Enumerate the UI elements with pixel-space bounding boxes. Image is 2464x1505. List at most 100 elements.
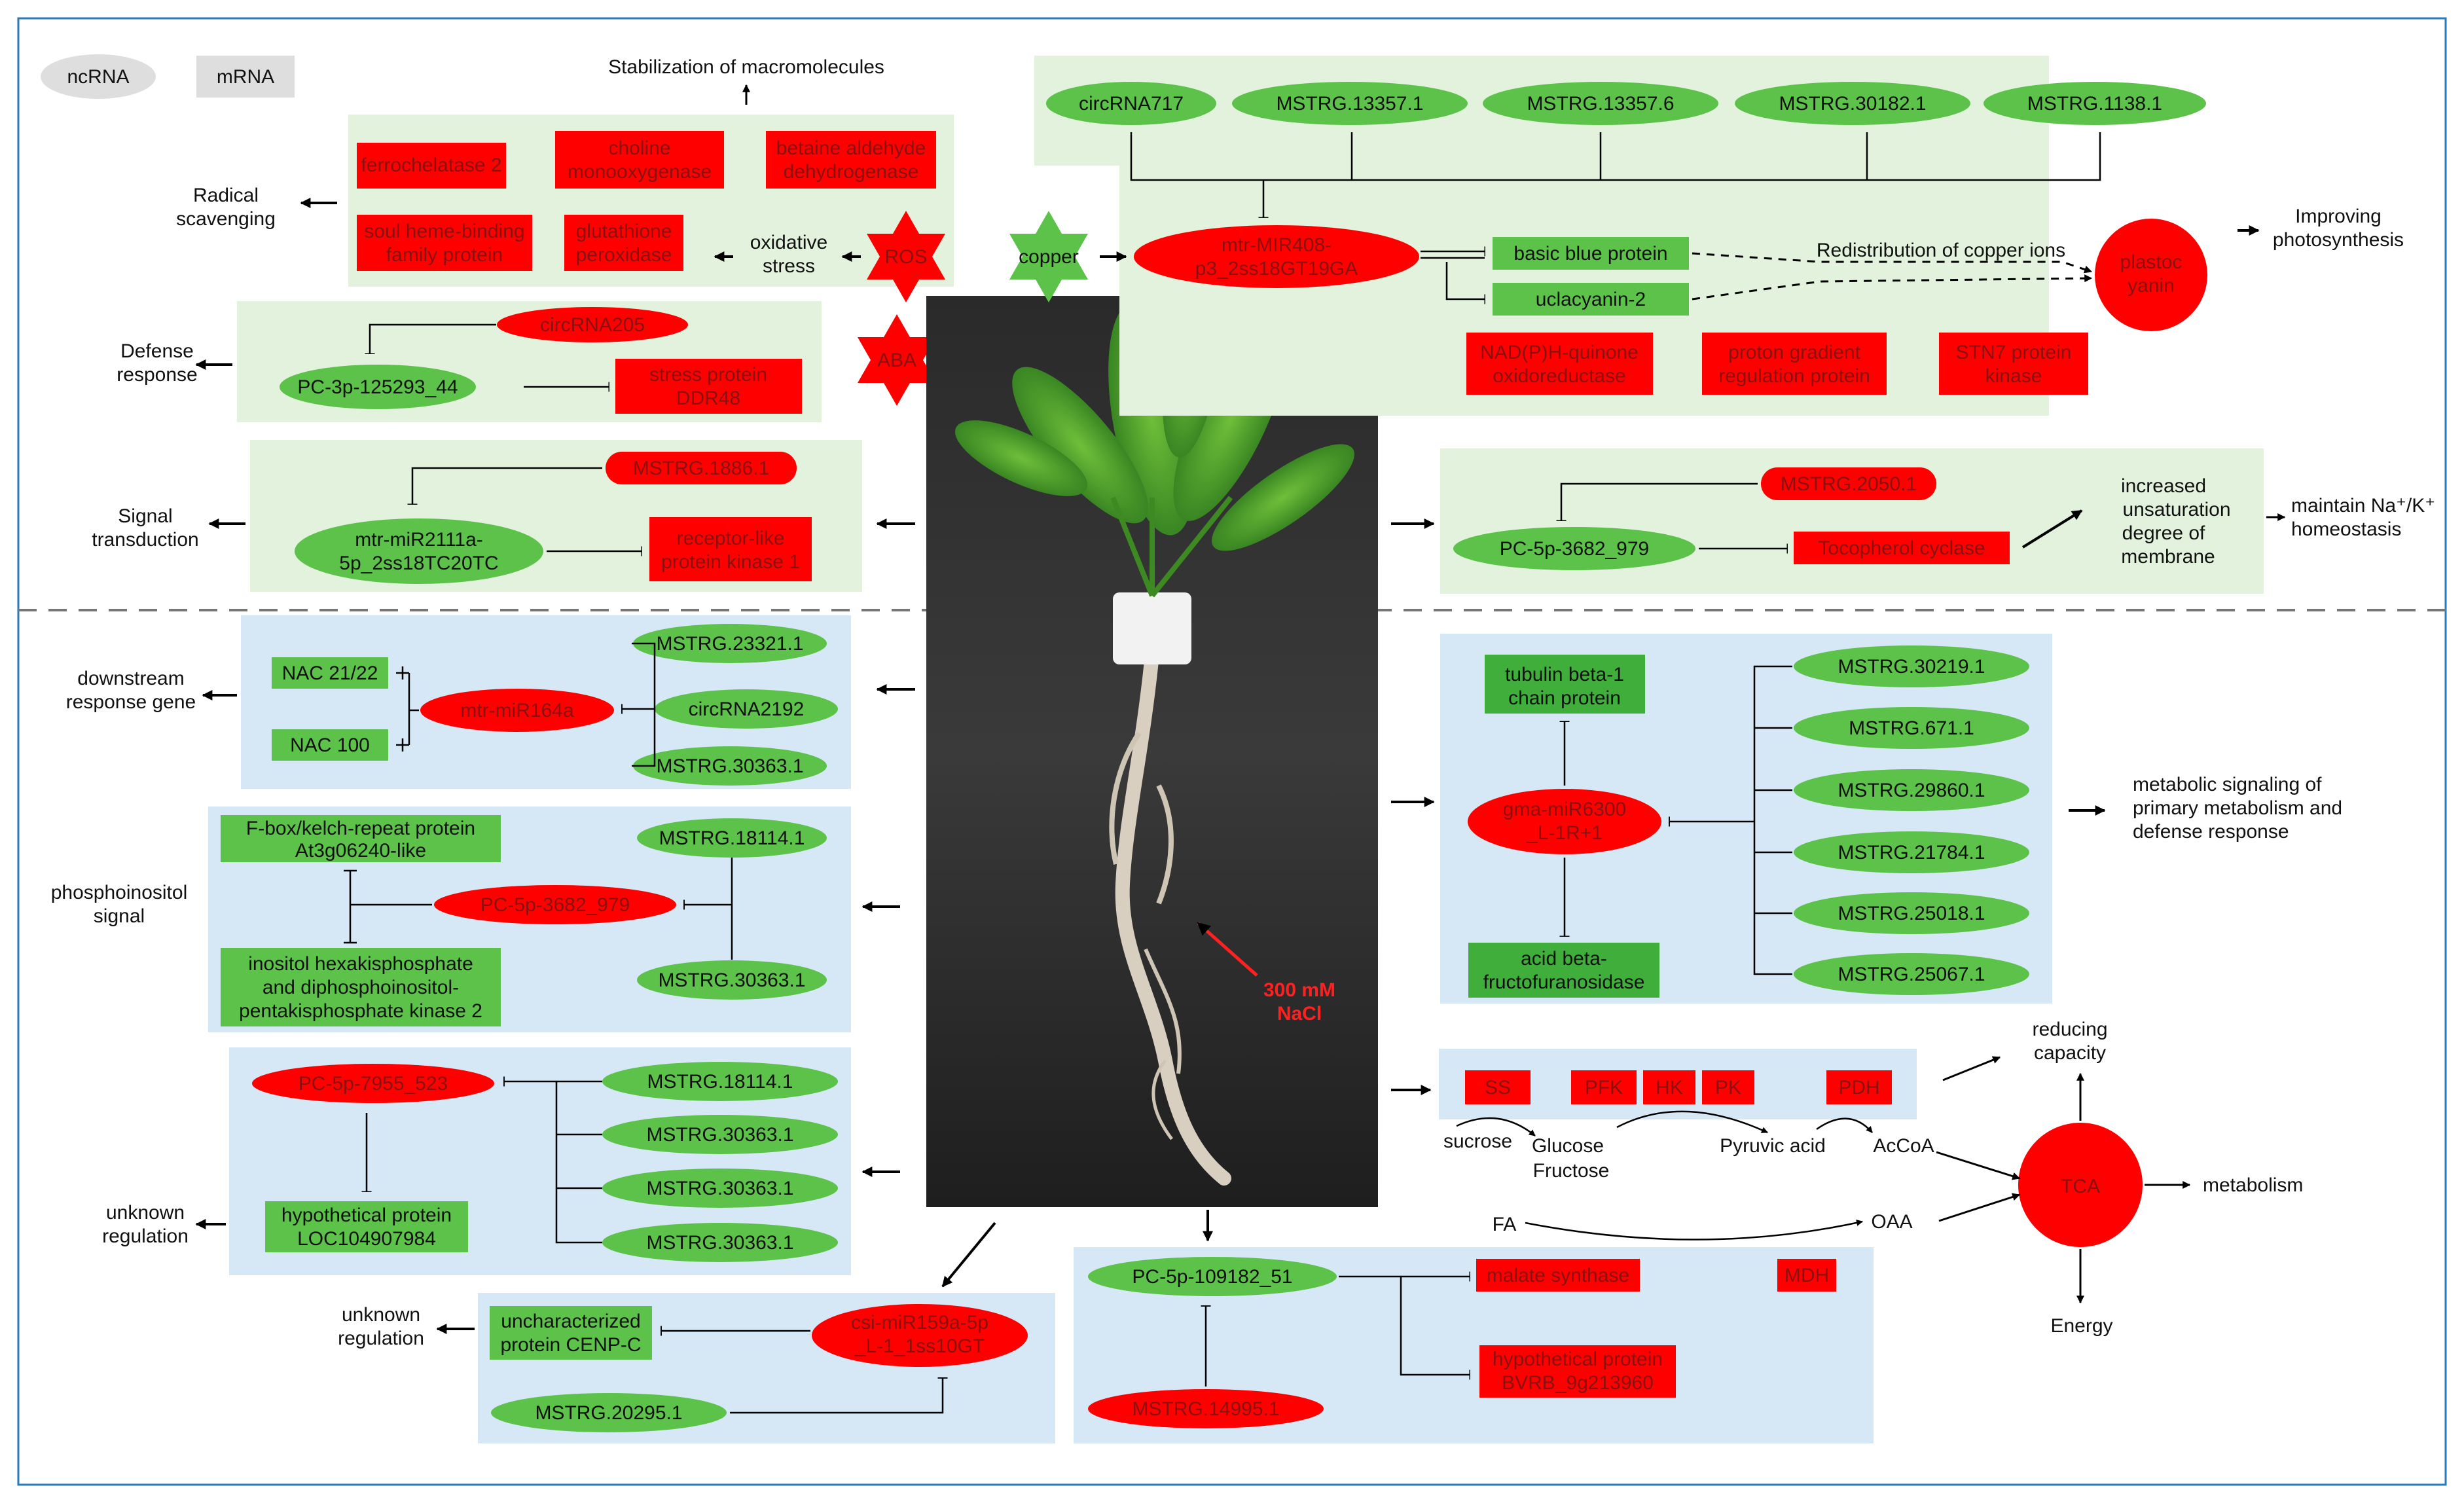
unknown2-label-2: regulation xyxy=(338,1328,424,1349)
nac2122-label: NAC 21/22 xyxy=(282,662,378,684)
mstrg14995-node xyxy=(1088,1389,1324,1428)
metabolic-rna-3-node xyxy=(1794,769,2029,811)
unknown2-module: uncharacterized protein CENP-C csi-miR15… xyxy=(338,1222,1055,1443)
phospho-module: F-box/kelch-repeat protein At3g06240-lik… xyxy=(51,807,900,1032)
mdh-label: MDH xyxy=(1785,1265,1829,1286)
uclacyanin-node xyxy=(1493,283,1689,316)
cenp-node xyxy=(490,1306,652,1360)
unknown1-label-2: regulation xyxy=(102,1225,189,1247)
hypo1-label-1: hypothetical protein xyxy=(281,1205,452,1226)
enzyme-ss xyxy=(1465,1070,1531,1104)
radical-label-1: Radical xyxy=(193,185,259,206)
inositol-label-2: and diphosphoinositol- xyxy=(263,977,459,998)
pc109182-label: PC-5p-109182_51 xyxy=(1132,1266,1292,1288)
gene-ferrochelatase-label: ferrochelatase 2 xyxy=(361,154,501,176)
malate-synthase-node xyxy=(1476,1259,1640,1292)
mstrg2050-label: MSTRG.2050.1 xyxy=(1781,473,1917,495)
enzyme-hk xyxy=(1643,1070,1695,1104)
hypo2-node xyxy=(1479,1345,1676,1398)
mir6300-node xyxy=(1468,789,1661,854)
mstrg13357-6-label: MSTRG.13357.6 xyxy=(1527,93,1674,115)
metabolic-label-2: primary metabolism and xyxy=(2133,797,2342,819)
metabolic-label-3: defense response xyxy=(2133,821,2289,843)
mir159-node xyxy=(812,1304,1028,1367)
fbox-label-1: F-box/kelch-repeat protein xyxy=(246,818,475,839)
metabolic-rna-3-label: MSTRG.29860.1 xyxy=(1838,780,1985,801)
phospho-pc5p-node xyxy=(434,885,676,924)
pyruvic-label: Pyruvic acid xyxy=(1720,1135,1826,1157)
phospho-label-1: phosphoinositol xyxy=(51,882,188,903)
pc109182-node xyxy=(1088,1257,1337,1296)
nac-rna-3-node xyxy=(633,746,827,786)
metabolic-module: tubulin beta-1 chain protein gma-miR6300… xyxy=(1391,634,2342,1004)
mir6300-label-2: _L-1R+1 xyxy=(1526,822,1603,844)
acid-label-2: fructofuranosidase xyxy=(1483,971,1645,993)
metabolic-rna-2-label: MSTRG.671.1 xyxy=(1849,717,1974,739)
mstrg13357-1-label: MSTRG.13357.1 xyxy=(1276,93,1423,115)
legend: ncRNA mRNA xyxy=(41,54,295,99)
membrane-pc5p-node xyxy=(1453,527,1695,570)
proton-label-2: regulation protein xyxy=(1718,365,1870,387)
oxidative-label-1: oxidative xyxy=(750,232,827,253)
nacl-label-1: 300 mM xyxy=(1263,979,1335,1001)
unknown2-label-1: unknown xyxy=(342,1304,420,1326)
plastocyanin-node xyxy=(2095,219,2207,331)
unknown1-module: PC-5p-7955_523 hypothetical protein LOC1… xyxy=(102,1047,900,1275)
copper-label: copper xyxy=(1019,246,1079,268)
mstrg1138-node xyxy=(1984,82,2206,125)
fbox-label-2: At3g06240-like xyxy=(295,840,426,861)
metabolic-rna-5-node xyxy=(1794,892,2029,934)
membrane-module: MSTRG.2050.1 PC-5p-3682_979 Tocopherol c… xyxy=(1391,448,2435,594)
circrna205-label: circRNA205 xyxy=(540,314,645,336)
nac-module: NAC 21/22 NAC 100 mtr-miR164a MSTRG.2332… xyxy=(66,615,915,789)
phospho-rna-1-label: MSTRG.18114.1 xyxy=(659,827,805,849)
hypo2-label-2: BVRB_9g213960 xyxy=(1502,1372,1654,1394)
fructose-label: Fructose xyxy=(1533,1160,1610,1182)
metabolic-rna-6-label: MSTRG.25067.1 xyxy=(1838,964,1985,985)
fa-label: FA xyxy=(1493,1214,1517,1235)
metabolic-label-1: metabolic signaling of xyxy=(2133,774,2322,795)
metabolic-rna-5-label: MSTRG.25018.1 xyxy=(1838,903,1985,924)
ddr48-node xyxy=(615,359,802,414)
mir408-label-1: mtr-MIR408- xyxy=(1222,234,1332,256)
glucose-label: Glucose xyxy=(1532,1135,1604,1157)
plastocyanin-label-2: yanin xyxy=(2128,275,2175,297)
metabolic-rna-6-node xyxy=(1794,953,2029,995)
circrna717-label: circRNA717 xyxy=(1079,93,1184,115)
inositol-label-1: inositol hexakisphosphate xyxy=(248,953,473,975)
stabilization-label: Stabilization of macromolecules xyxy=(608,56,884,78)
circrna205-node xyxy=(497,307,688,342)
reducing-label-2: capacity xyxy=(2034,1042,2106,1064)
downstream-label-2: response gene xyxy=(66,691,196,713)
increased-label-1: increased xyxy=(2121,475,2206,497)
gene-soul-label-1: soul heme-binding xyxy=(364,221,524,242)
tocopherol-node xyxy=(1794,532,2010,564)
mdh-node xyxy=(1777,1259,1836,1292)
mstrg30182-node xyxy=(1735,82,1970,125)
gene-glutathione xyxy=(564,215,683,271)
tca-label: TCA xyxy=(2061,1176,2100,1197)
metabolic-rna-4-node xyxy=(1794,831,2029,873)
ros-star xyxy=(867,211,945,302)
maintain-label-2: homeostasis xyxy=(2291,518,2401,540)
nac-rna-3-label: MSTRG.30363.1 xyxy=(656,755,803,777)
pc7955-node xyxy=(252,1064,494,1103)
nadph-label-1: NAD(P)H-quinone xyxy=(1480,342,1639,363)
unknown1-label-1: unknown xyxy=(106,1202,185,1224)
ddr48-label-1: stress protein xyxy=(649,364,767,386)
ros-label: ROS xyxy=(884,246,927,268)
unknown1-rna-2-node xyxy=(602,1115,838,1154)
energy-label: Energy xyxy=(2050,1315,2112,1337)
increased-label-2: unsaturation xyxy=(2122,499,2230,520)
fbox-node xyxy=(221,815,501,862)
downstream-label-1: downstream xyxy=(77,668,184,689)
copper-module: circRNA717 MSTRG.13357.1 MSTRG.13357.6 M… xyxy=(1009,56,2404,416)
metabolic-rna-4-label: MSTRG.21784.1 xyxy=(1838,842,1985,863)
improving-label-2: photosynthesis xyxy=(2273,229,2404,251)
legend-ncrna-label: ncRNA xyxy=(67,66,129,88)
unknown1-rna-4-label: MSTRG.30363.1 xyxy=(646,1232,793,1254)
oxidative-label-2: stress xyxy=(763,255,815,277)
unknown1-rna-4-node xyxy=(602,1223,838,1262)
nacl-label-2: NaCl xyxy=(1277,1003,1322,1024)
